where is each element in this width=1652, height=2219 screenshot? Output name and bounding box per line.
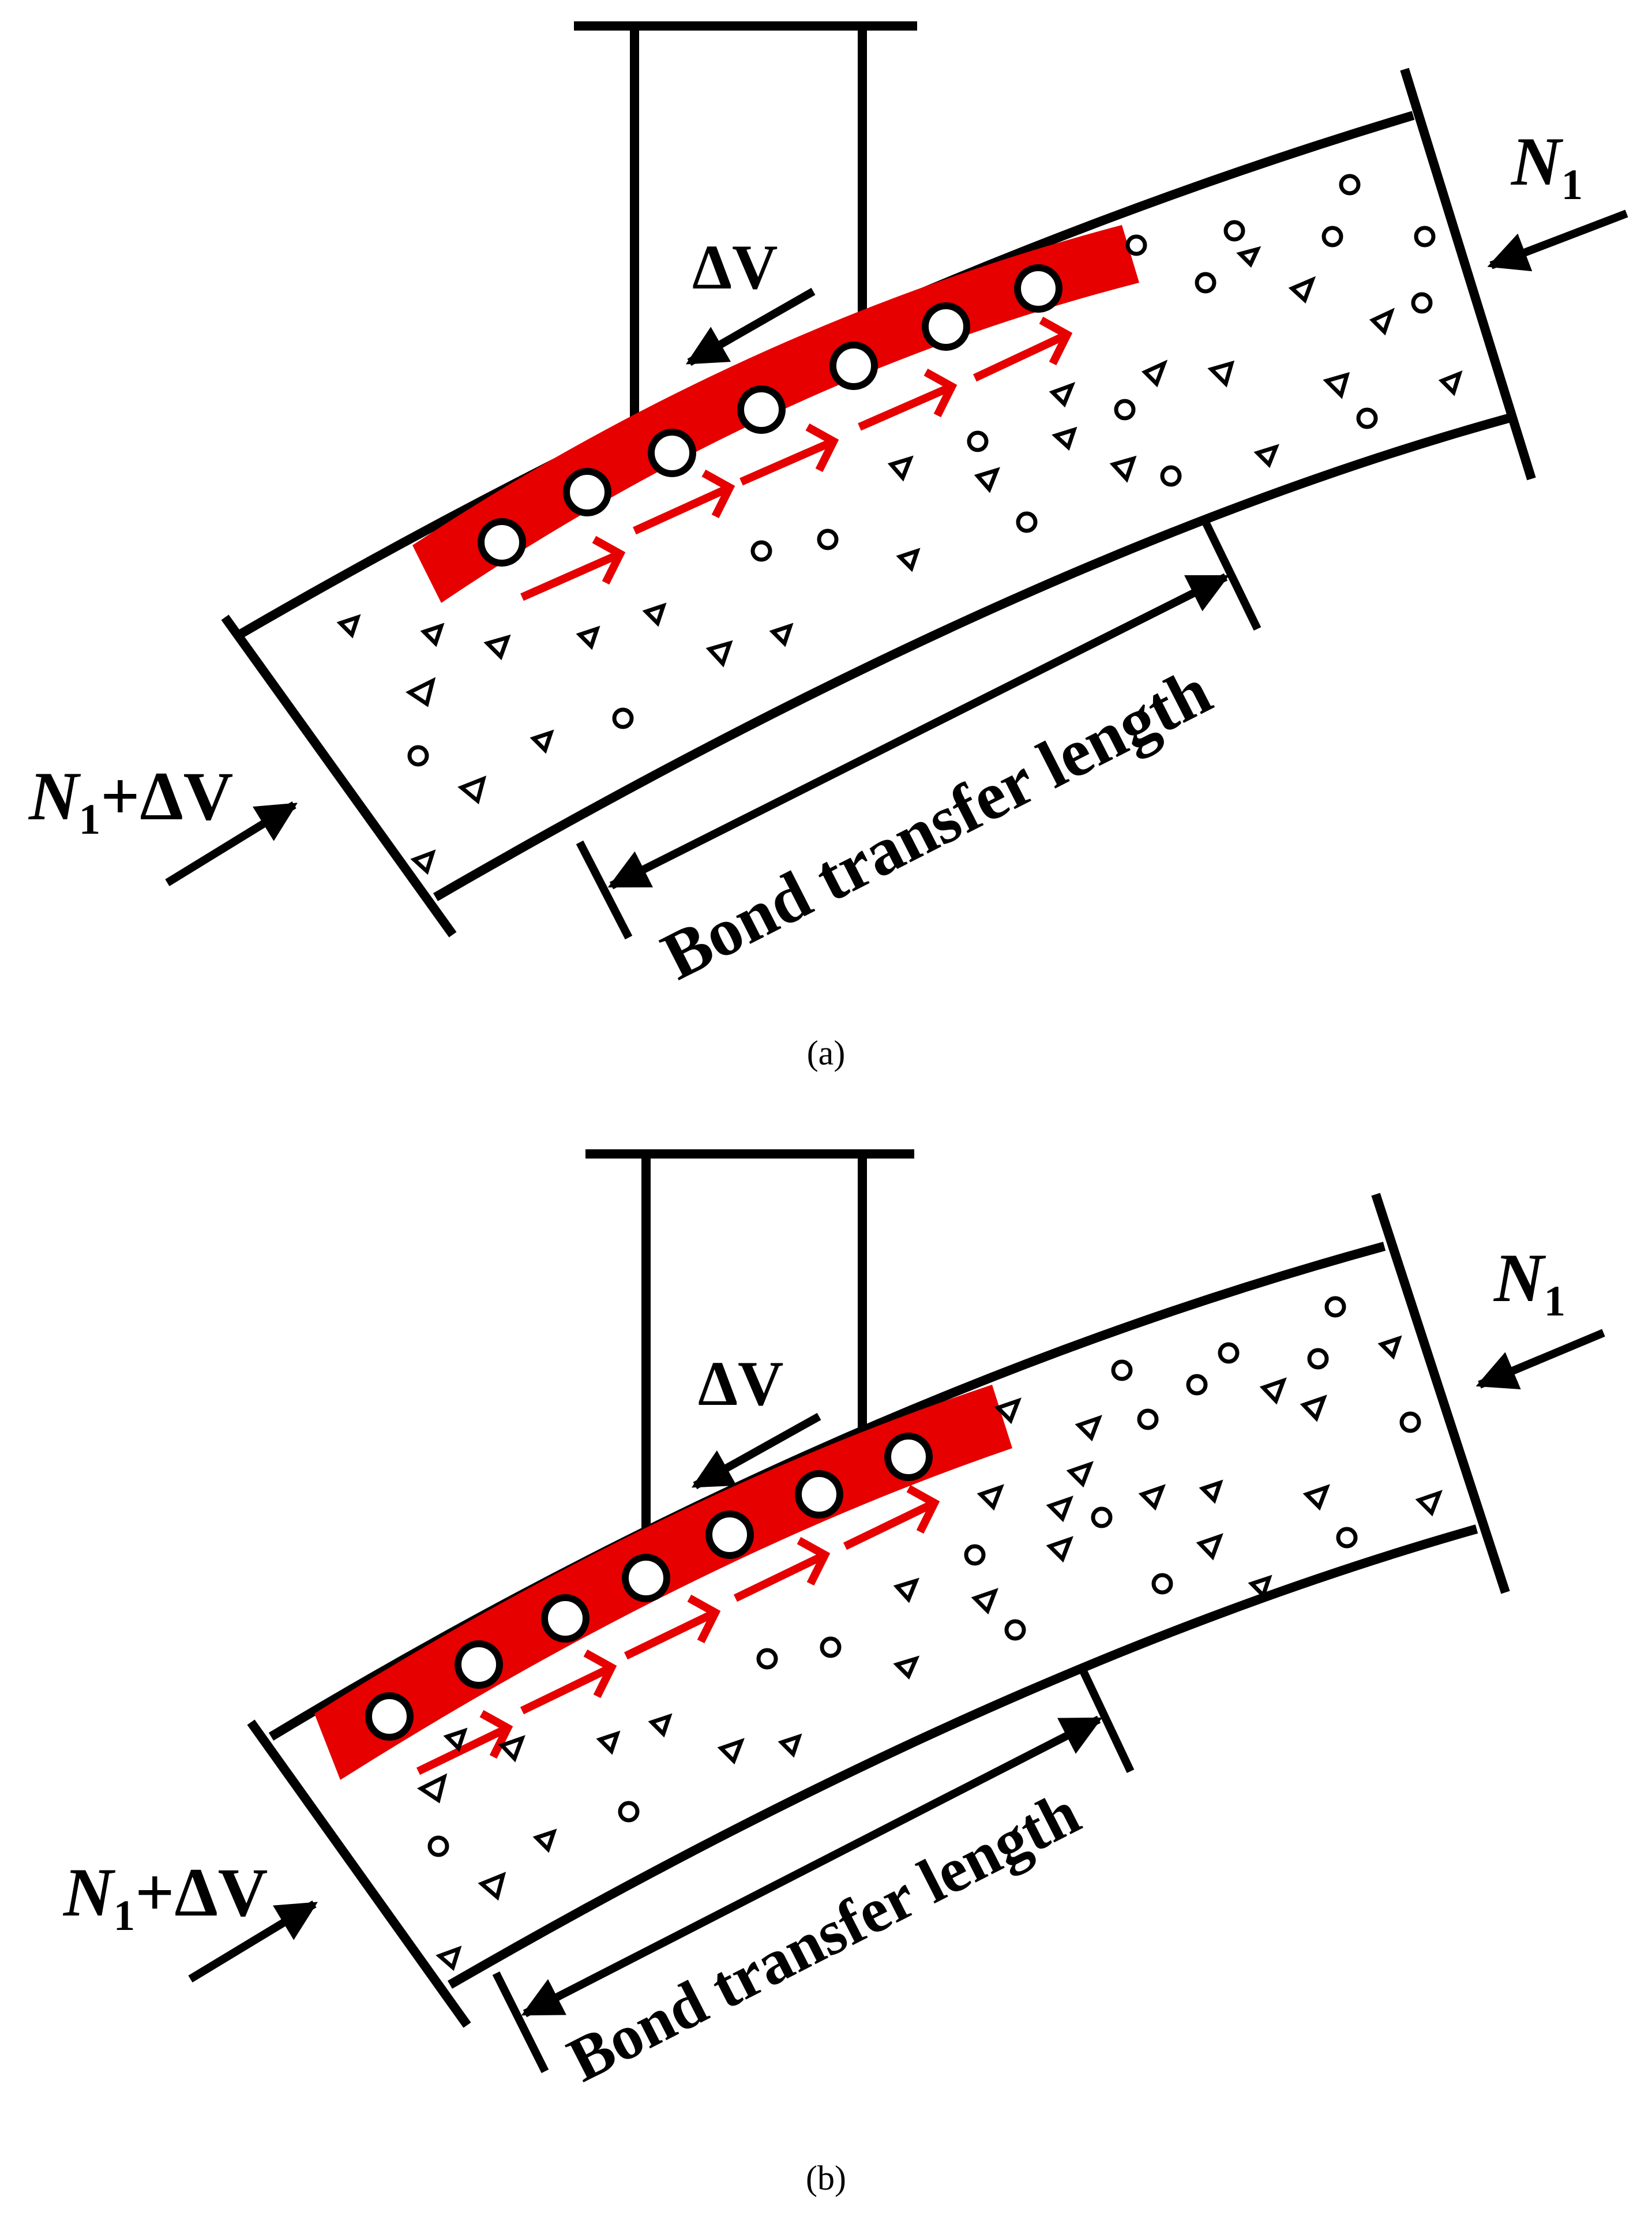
member-a <box>221 68 1536 938</box>
force-arrow-left-a <box>165 801 298 886</box>
bond-stress-arrows-b <box>416 1485 940 1775</box>
force-arrows-a <box>165 209 1628 886</box>
force-label-right-a: N1 <box>1510 123 1583 209</box>
panel-a: ΔV N1 N1+ΔV Bond transfer length (a) <box>28 21 1628 1072</box>
panel-b: ΔV N1 N1+ΔV Bond transfer length (b) <box>62 1149 1605 2197</box>
shear-label-a: ΔV <box>692 232 778 302</box>
caption-a: (a) <box>807 1034 846 1072</box>
force-arrow-right-a <box>1487 209 1628 272</box>
force-arrow-left-b <box>188 1901 318 1982</box>
dimension-b <box>492 1666 1135 2074</box>
aggregate-circles-a <box>407 174 1436 767</box>
shear-arrow-b <box>691 1412 821 1490</box>
force-label-left-b: N1+ΔV <box>62 1854 268 1940</box>
dimension-label-b: Bond transfer length <box>557 1777 1091 2096</box>
force-arrow-right-b <box>1475 1329 1605 1389</box>
bond-stress-arrows-a <box>520 316 1073 601</box>
shear-arrow-a <box>685 287 816 366</box>
shear-label-b: ΔV <box>698 1348 783 1419</box>
force-label-left-a: N1+ΔV <box>28 758 233 844</box>
rebar-circles-b <box>365 1433 933 1741</box>
caption-b: (b) <box>806 2159 846 2197</box>
rebar-circles-a <box>478 264 1062 567</box>
dimension-a <box>576 520 1261 940</box>
stud-a <box>574 21 917 422</box>
force-arrows-b <box>188 1329 1605 1982</box>
stud-b <box>585 1149 914 1535</box>
force-label-right-b: N1 <box>1493 1239 1565 1325</box>
